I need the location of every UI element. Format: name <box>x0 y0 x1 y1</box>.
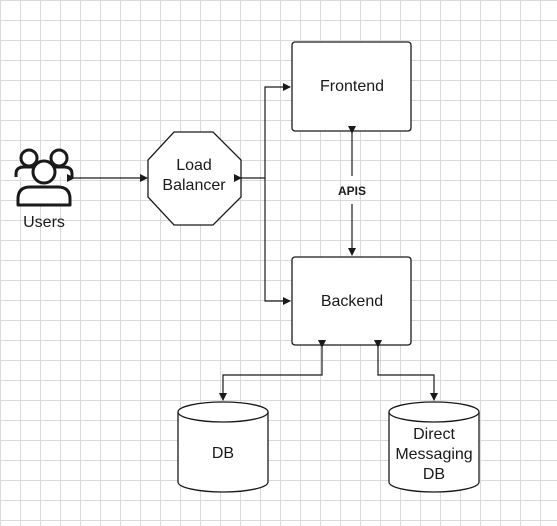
lb-frontend-connector[interactable] <box>234 83 291 182</box>
direct-messaging-db-node[interactable]: Direct Messaging DB <box>388 401 480 493</box>
load-balancer-node[interactable]: Load Balancer <box>147 131 242 226</box>
frontend-label: Frontend <box>320 78 384 95</box>
users-label: Users <box>23 214 65 231</box>
lb-backend-connector[interactable] <box>264 178 291 305</box>
backend-node[interactable]: Backend <box>291 256 412 346</box>
backend-dmdb-connector[interactable] <box>374 340 438 401</box>
db-node[interactable]: DB <box>177 401 269 493</box>
users-icon[interactable] <box>14 148 74 207</box>
backend-db-connector[interactable] <box>219 340 326 401</box>
backend-label: Backend <box>321 293 383 310</box>
db-label: DB <box>212 445 234 462</box>
dm-db-label-line3: DB <box>423 466 445 483</box>
apis-label: APIS <box>338 184 366 198</box>
load-balancer-label-line2: Balancer <box>162 177 226 194</box>
load-balancer-label-line1: Load <box>176 157 212 174</box>
frontend-node[interactable]: Frontend <box>291 41 412 132</box>
dm-db-label-line1: Direct <box>413 426 455 443</box>
dm-db-label-line2: Messaging <box>395 446 472 463</box>
